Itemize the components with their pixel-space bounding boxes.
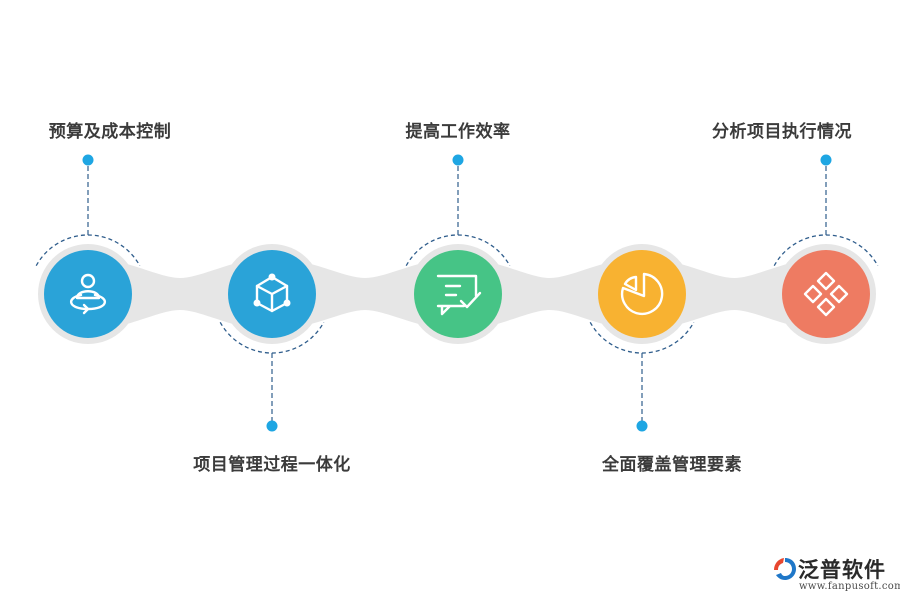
dashed-arc xyxy=(773,234,879,267)
node-disc xyxy=(782,250,870,338)
step-label-5: 分析项目执行情况 xyxy=(712,122,852,142)
step-node-3 xyxy=(405,154,511,344)
person-rotate-icon xyxy=(70,273,106,315)
leader-dot xyxy=(82,154,94,166)
step-label-2: 项目管理过程一体化 xyxy=(193,455,351,475)
brand-logo: 泛普软件 www.fanpusoft.com xyxy=(768,552,900,596)
diamonds-icon xyxy=(803,271,849,317)
leader-dot xyxy=(452,154,464,166)
message-check-icon xyxy=(436,274,482,316)
dashed-arc xyxy=(589,321,695,354)
dashed-arc xyxy=(219,321,325,354)
dashed-arc xyxy=(35,234,141,267)
dashed-arc xyxy=(405,234,511,267)
step-node-4 xyxy=(589,244,695,432)
leader-dot xyxy=(820,154,832,166)
step-label-4: 全面覆盖管理要素 xyxy=(602,455,742,475)
node-disc xyxy=(414,250,502,338)
leader-dot xyxy=(266,420,278,432)
fanpu-logo-icon xyxy=(774,558,796,580)
pie-segment-icon xyxy=(620,272,664,316)
step-label-3: 提高工作效率 xyxy=(405,122,511,142)
brand-url: www.fanpusoft.com xyxy=(799,581,900,592)
step-node-5 xyxy=(773,154,879,344)
step-label-1: 预算及成本控制 xyxy=(48,122,172,142)
leader-dot xyxy=(636,420,648,432)
brand-name: 泛普软件 xyxy=(798,558,886,582)
step-node-2 xyxy=(219,244,325,432)
node-disc xyxy=(44,250,132,338)
step-node-1 xyxy=(35,154,141,344)
molecule-cube-icon xyxy=(253,273,291,313)
